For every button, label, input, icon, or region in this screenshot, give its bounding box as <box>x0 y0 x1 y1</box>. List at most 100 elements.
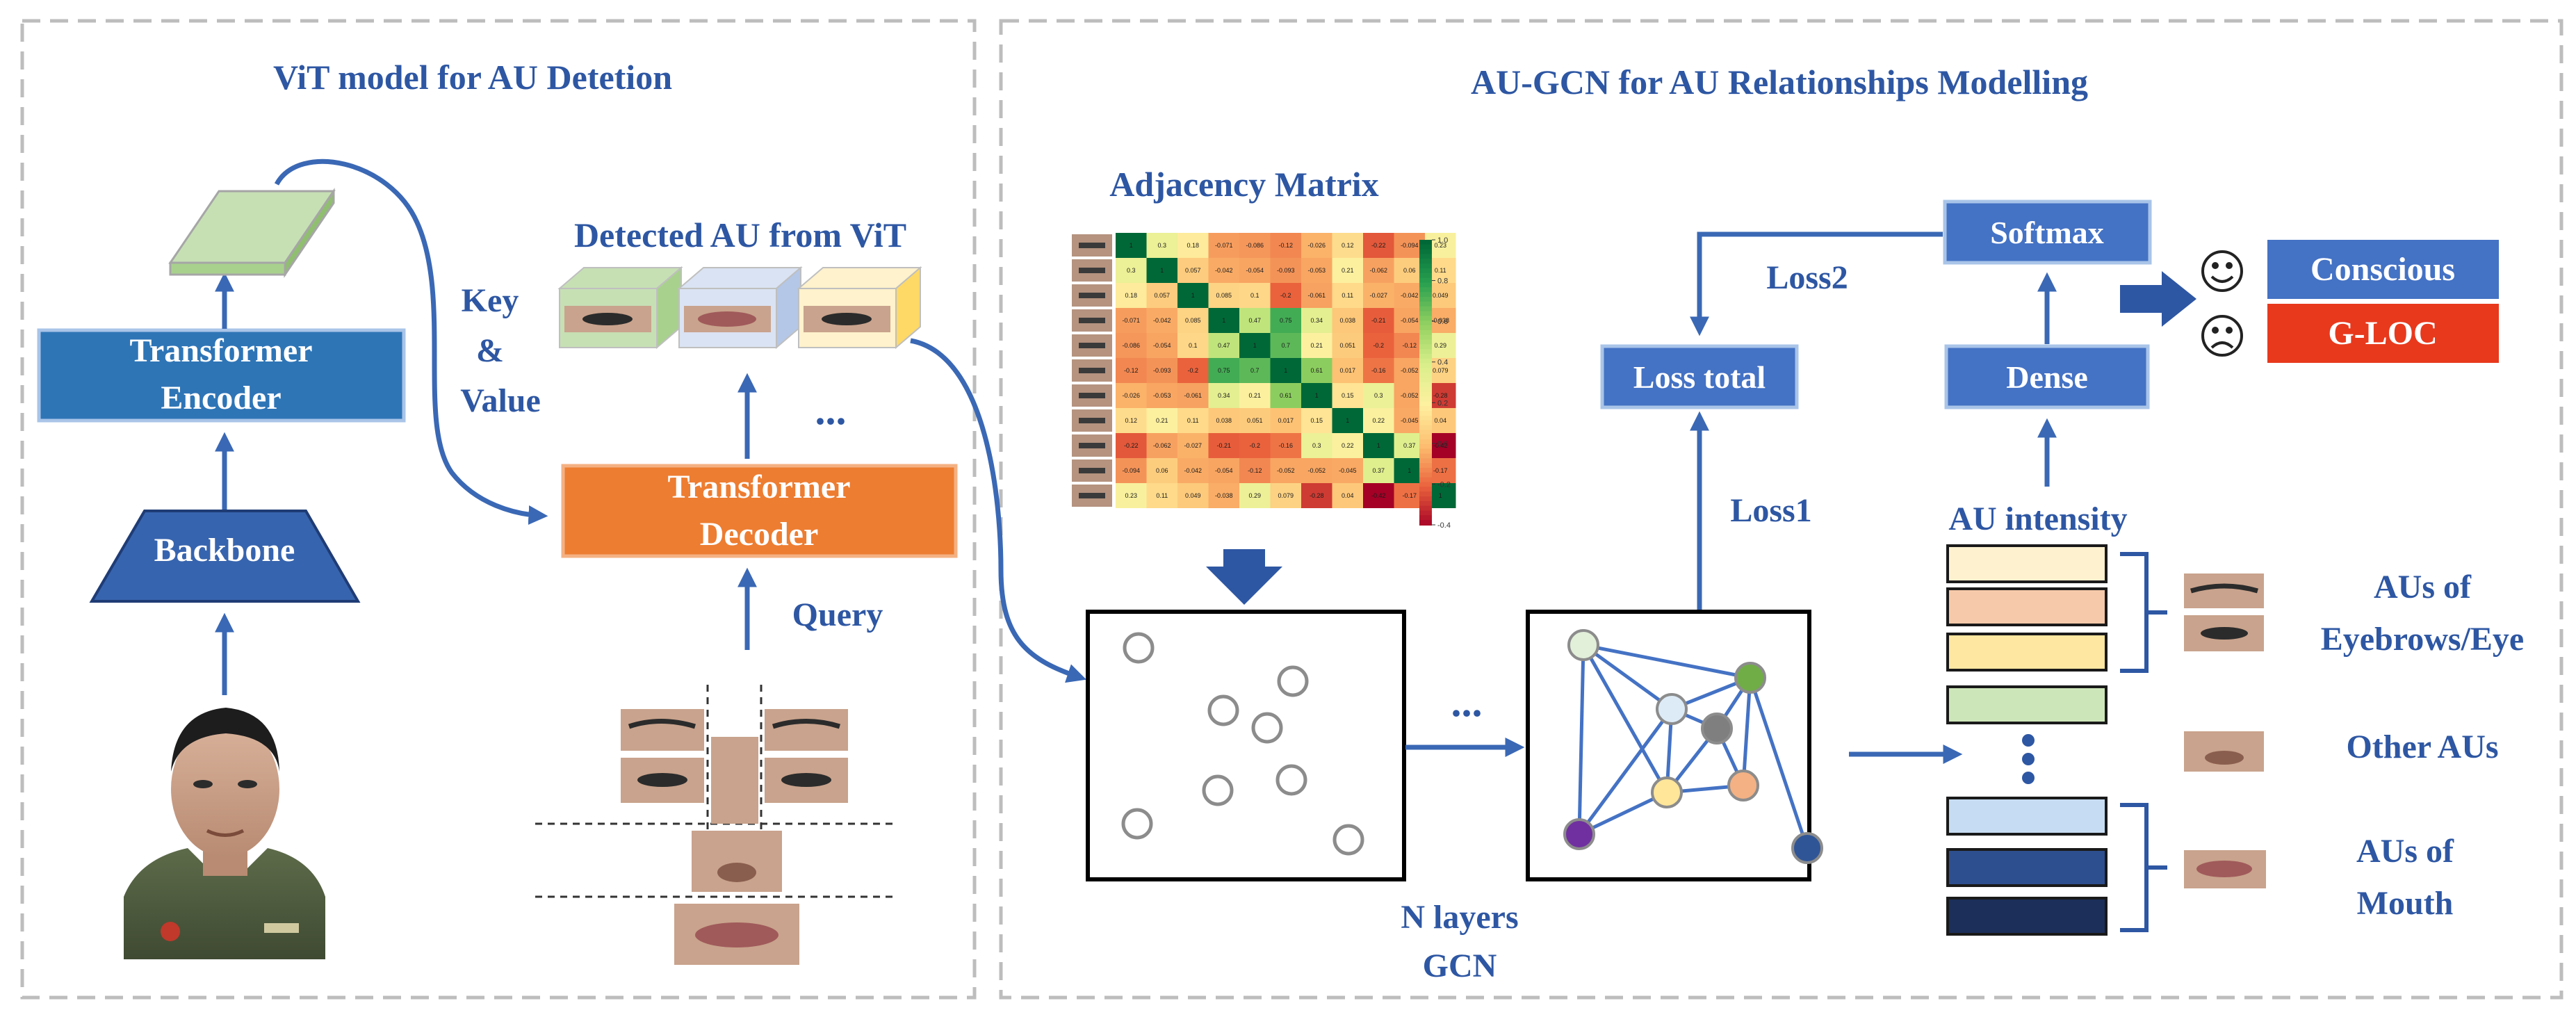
heatmap-cell-value: -0.086 <box>1122 342 1140 349</box>
heatmap-cell-value: 0.038 <box>1216 417 1232 424</box>
heatmap-row-face-feature <box>1079 318 1105 323</box>
query-face-patches <box>535 685 897 965</box>
heatmap-colorbar: 1.00.80.60.40.20.0-0.2-0.4 <box>1419 236 1451 530</box>
heatmap-cell-value: -0.28 <box>1433 392 1448 399</box>
colorbar-segment <box>1419 458 1432 464</box>
detected-au-cube-mouth <box>677 266 803 350</box>
graph-node <box>1567 629 1599 661</box>
heatmap-cell <box>1116 383 1147 408</box>
heatmap-cell-value: -0.042 <box>1401 292 1419 299</box>
heatmap-cell <box>1270 258 1301 283</box>
au-intensity-bar <box>1946 544 2108 583</box>
loss1-label: Loss1 <box>1730 492 1811 529</box>
heatmap-cell-value: 0.06 <box>1156 467 1168 474</box>
heatmap-cell-value: 0.079 <box>1278 492 1294 499</box>
heatmap-row-face-feature <box>1079 368 1105 373</box>
colorbar-tick-label: 1.0 <box>1437 236 1448 245</box>
heatmap-cell-value: -0.086 <box>1246 242 1264 249</box>
arrow-loss2 <box>1690 231 1943 336</box>
heatmap-cell-value: -0.12 <box>1278 242 1293 249</box>
heatmap-cell <box>1301 308 1332 333</box>
heatmap-cell-value: -0.052 <box>1307 467 1326 474</box>
mouth-group-label-line1: AUs of <box>2356 833 2454 870</box>
left-panel-title: ViT model for AU Detetion <box>273 58 672 97</box>
heatmap-cell <box>1177 308 1209 333</box>
heatmap-cell <box>1332 233 1363 258</box>
colorbar-segment <box>1419 320 1432 326</box>
heatmap-cell-value: 0.049 <box>1185 492 1201 499</box>
heatmap-cell-value: 0.18 <box>1125 292 1137 299</box>
heatmap-cell <box>1116 433 1147 458</box>
heatmap-cell <box>1208 358 1239 383</box>
heatmap-cell <box>1239 283 1271 308</box>
heatmap-cell-value: -0.2 <box>1373 342 1384 349</box>
heatmap-cell <box>1177 358 1209 383</box>
arrow-detected-gcn <box>910 338 1086 683</box>
colorbar-tick-label: -0.2 <box>1437 480 1451 489</box>
heatmap-cell-value: 0.22 <box>1372 417 1385 424</box>
heatmap-cell <box>1146 258 1177 283</box>
dense-box <box>1944 344 2150 409</box>
colorbar-segment <box>1419 272 1432 279</box>
heatmap-cell <box>1146 333 1177 358</box>
heatmap-cell <box>1177 283 1209 308</box>
heatmap-cell <box>1363 258 1394 283</box>
heatmap-cell <box>1146 433 1177 458</box>
colorbar-segment <box>1419 510 1432 516</box>
heatmap-cell <box>1116 233 1147 258</box>
colorbar-segment <box>1419 268 1432 274</box>
heatmap-cell <box>1208 433 1239 458</box>
colorbar-segment <box>1419 287 1432 293</box>
colorbar-segment <box>1419 396 1432 402</box>
graph-node <box>1563 818 1595 850</box>
colorbar-segment <box>1419 439 1432 445</box>
colorbar-tick-label: 0.2 <box>1437 399 1448 407</box>
colorbar-segment <box>1419 368 1432 374</box>
colorbar-segment <box>1419 420 1432 426</box>
au-intensity-bar <box>1946 848 2108 887</box>
graph-node <box>1727 770 1759 802</box>
colorbar-segment <box>1419 387 1432 393</box>
loss-total-box <box>1600 344 1799 409</box>
heatmap-cell-value: -0.042 <box>1153 317 1171 324</box>
heatmap-cell-value: -0.054 <box>1153 342 1171 349</box>
gcn-layers-ellipsis: ... <box>1451 679 1483 725</box>
encoder-label-line1: Transformer <box>129 332 312 369</box>
heatmap-cell-value: -0.12 <box>1402 342 1417 349</box>
heatmap-cell <box>1146 483 1177 508</box>
colorbar-segment <box>1419 292 1432 298</box>
heatmap-cell <box>1363 233 1394 258</box>
heatmap-cell-value: -0.17 <box>1402 492 1417 499</box>
colorbar-segment <box>1419 411 1432 416</box>
heatmap-cell <box>1208 333 1239 358</box>
ampersand-label: & <box>476 332 504 369</box>
heatmap-cell-value: -0.071 <box>1215 242 1233 249</box>
heatmap-cell <box>1239 433 1271 458</box>
heatmap-cell <box>1270 408 1301 433</box>
left-panel-frame <box>20 19 977 1000</box>
heatmap-cell-value: -0.026 <box>1307 242 1326 249</box>
heatmap-cell-value: 0.21 <box>1310 342 1323 349</box>
au-bars-vertical-ellipsis <box>2022 734 2035 784</box>
heatmap-cell-value: 0.21 <box>1342 267 1354 274</box>
heatmap-cell-value: -0.042 <box>1184 467 1202 474</box>
gcn-label-line2: GCN <box>1423 947 1497 984</box>
heatmap-cell <box>1177 333 1209 358</box>
heatmap-cell <box>1270 233 1301 258</box>
colorbar-segment <box>1419 448 1432 455</box>
colorbar-segment <box>1419 501 1432 507</box>
conscious-label: Conscious <box>2310 251 2455 288</box>
heatmap-cell-value: 0.29 <box>1248 492 1261 499</box>
transformer-encoder-block <box>37 328 406 423</box>
heatmap-cell-value: 0.7 <box>1281 342 1290 349</box>
gloc-label: G-LOC <box>2328 315 2437 352</box>
heatmap-cell <box>1239 483 1271 508</box>
heatmap-cell <box>1116 283 1147 308</box>
heatmap-cell-value: -0.054 <box>1401 317 1419 324</box>
heatmap-cell <box>1116 308 1147 333</box>
adjacency-matrix-label: Adjacency Matrix <box>1109 165 1378 204</box>
heatmap-cell-value: 0.37 <box>1372 467 1385 474</box>
gcn-input-nodes <box>1121 632 1364 856</box>
heatmap-cell <box>1146 308 1177 333</box>
graph-node <box>1651 776 1683 808</box>
